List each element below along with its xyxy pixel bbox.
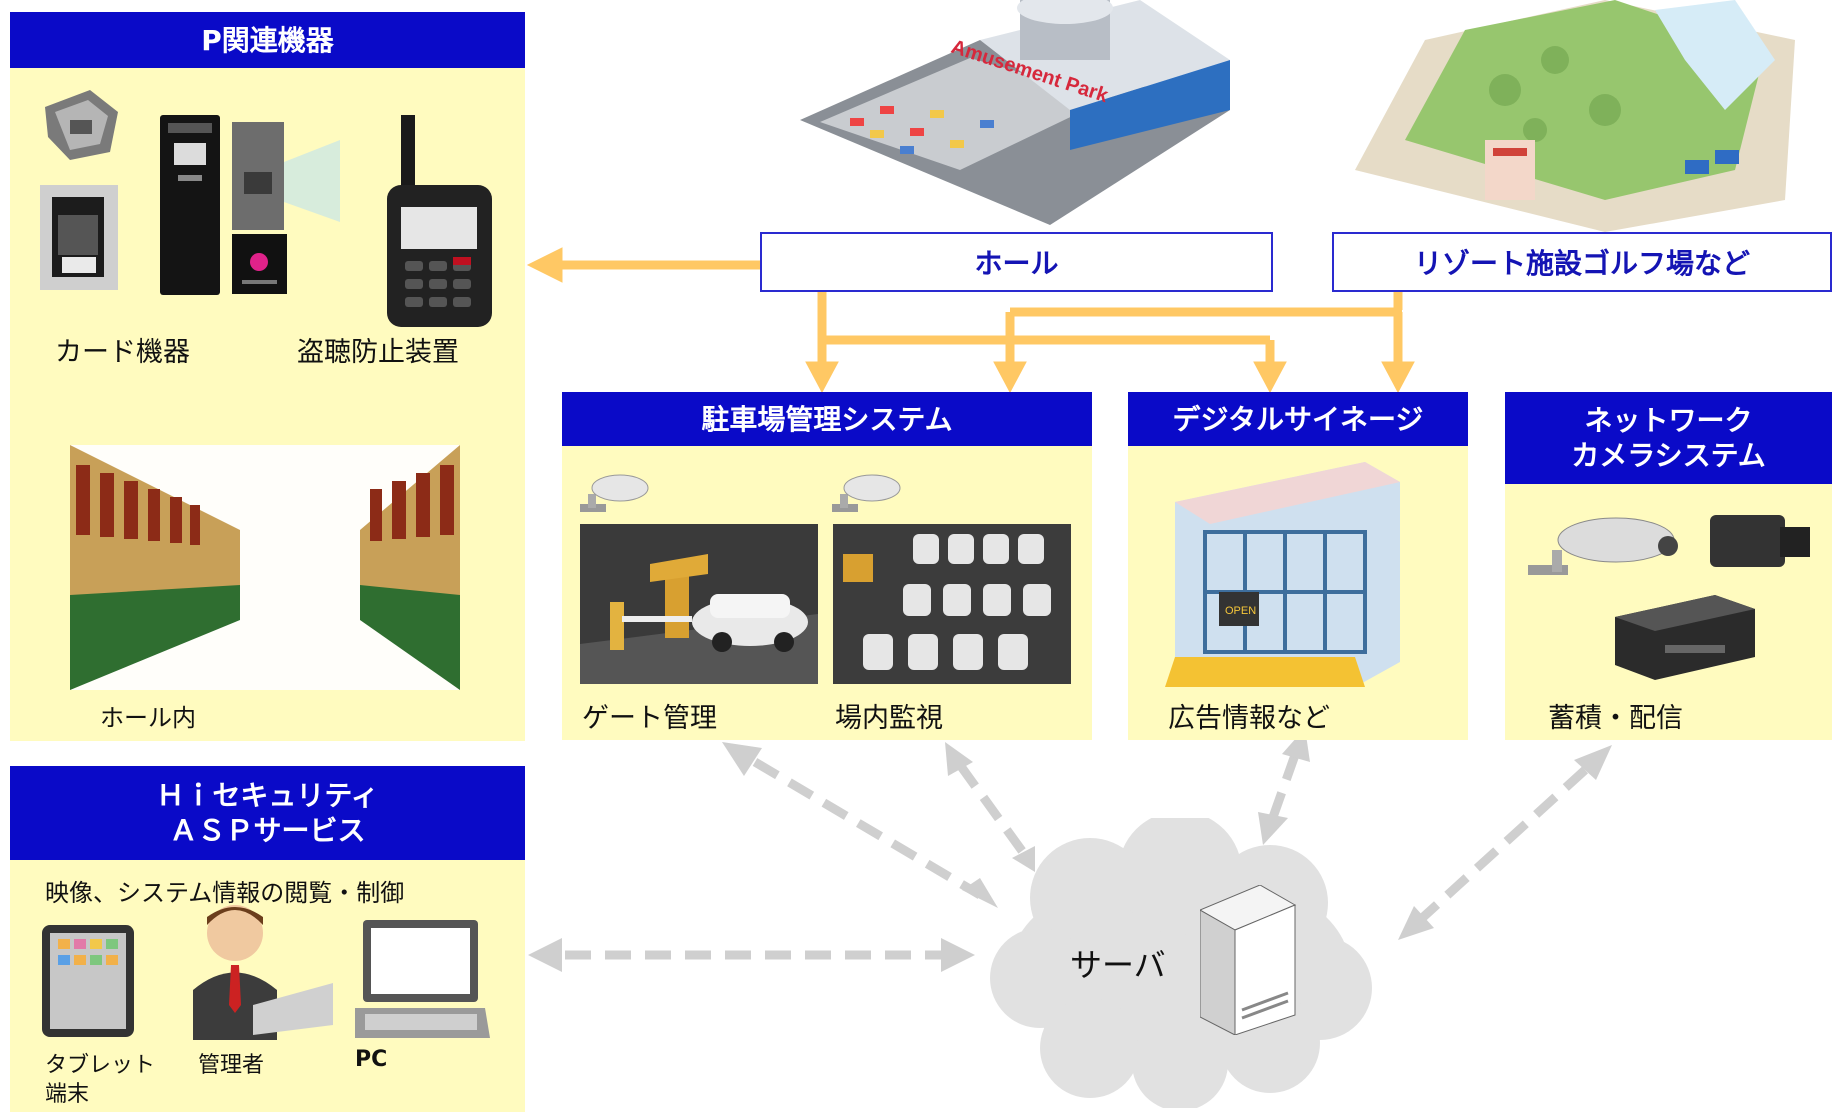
asp-header: Ｈｉセキュリティ ＡＳＰサービス <box>10 766 525 860</box>
card-reader-icon <box>45 90 118 160</box>
pc-icon <box>355 920 490 1038</box>
parking-lot-image <box>833 524 1071 684</box>
radio-detector-icon <box>387 115 492 327</box>
open-sign: OPEN <box>1225 605 1256 617</box>
resort-golf-illustration <box>1355 0 1795 232</box>
signage-caption: 広告情報など <box>1168 703 1330 734</box>
anti-tap-label: 盗聴防止装置 <box>297 337 459 368</box>
bullet-camera-icon <box>1528 517 1678 575</box>
storefront-illustration: OPEN <box>1165 462 1400 687</box>
camera-title-line1: ネットワーク <box>1584 404 1753 437</box>
hall-flow-arrows <box>526 247 1415 394</box>
hall-node: ホール <box>760 232 1273 292</box>
amusement-park-illustration: Amusement Park <box>800 0 1230 225</box>
camera-title-line2: カメラシステム <box>1571 439 1766 472</box>
server-label: サーバ <box>1070 946 1166 984</box>
p-kiki-title: P関連機器 <box>201 23 334 57</box>
parking-header: 駐車場管理システム <box>562 392 1092 446</box>
admin-label: 管理者 <box>198 1053 265 1078</box>
parking-gate-image <box>580 524 818 684</box>
plasmacluster-icon <box>232 234 287 294</box>
resort-node-label: リゾート施設ゴルフ場など <box>1413 247 1750 280</box>
camera-caption: 蓄積・配信 <box>1548 703 1683 734</box>
camera-header: ネットワーク カメラシステム <box>1505 392 1832 484</box>
server-cloud <box>990 818 1372 1108</box>
tablet-label-line1: タブレット <box>45 1053 156 1078</box>
card-devices-label: カード機器 <box>55 337 190 368</box>
box-camera-icon <box>1710 515 1810 567</box>
recorder-icon <box>1615 595 1755 680</box>
hall-inside-label: ホール内 <box>100 704 196 732</box>
server-icon <box>1200 885 1297 1035</box>
tablet-label-line2: 端末 <box>45 1082 90 1107</box>
administrator-icon <box>193 905 333 1040</box>
tablet-icon <box>42 925 134 1037</box>
anti-tap-sensor-icon <box>232 122 340 230</box>
asp-subtitle: 映像、システム情報の閲覧・制御 <box>45 879 405 907</box>
signage-header: デジタルサイネージ <box>1128 392 1468 446</box>
server-links <box>565 753 1589 960</box>
pc-label: PC <box>355 1047 388 1072</box>
hall-interior-image <box>70 445 460 690</box>
card-unit-icon <box>40 185 118 290</box>
gate-management-label: ゲート管理 <box>582 703 717 734</box>
asp-title-line1: Ｈｉセキュリティ <box>156 779 379 812</box>
signage-title: デジタルサイネージ <box>1172 402 1424 436</box>
parking-title: 駐車場管理システム <box>701 402 953 436</box>
security-camera-icon <box>580 474 649 512</box>
hall-node-label: ホール <box>974 247 1059 280</box>
security-camera-icon-2 <box>832 474 901 512</box>
camera-panel <box>1505 440 1832 740</box>
p-kiki-header: P関連機器 <box>10 12 525 68</box>
asp-title-line2: ＡＳＰサービス <box>169 814 366 847</box>
lot-monitor-label: 場内監視 <box>835 703 943 734</box>
resort-node: リゾート施設ゴルフ場など <box>1332 232 1832 292</box>
card-machine-icon <box>160 115 220 295</box>
